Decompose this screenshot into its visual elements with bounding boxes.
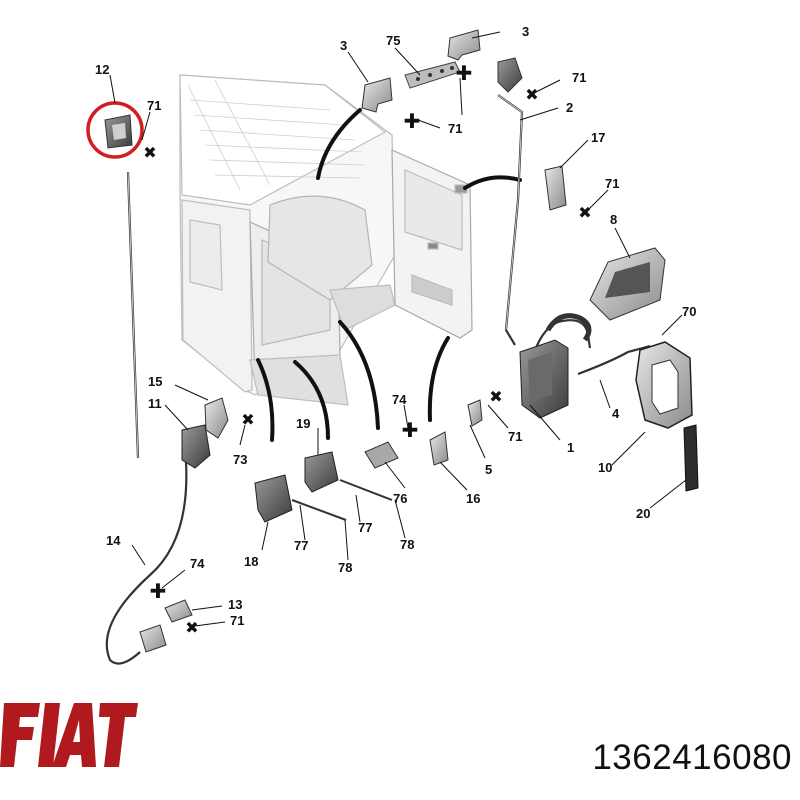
callout-19: 19: [296, 416, 310, 431]
svg-text:✖: ✖: [578, 203, 591, 222]
part-20-seal: [683, 424, 699, 492]
part-5-bracket: [467, 399, 483, 427]
part-3-hinge-left: [361, 77, 393, 113]
part-3-hinge-right: [447, 29, 481, 61]
callout-14: 14: [106, 533, 121, 548]
callout-10: 10: [598, 460, 612, 475]
part-76-plate: [364, 441, 399, 469]
callout-75: 75: [386, 33, 400, 48]
svg-text:✖: ✖: [185, 618, 198, 637]
part-11-lower-latch: [181, 424, 211, 469]
part-number: 1362416080: [592, 738, 792, 777]
part-12-upper-latch: [104, 114, 133, 149]
cable-outline: [127, 94, 523, 459]
callout-70: 70: [682, 304, 696, 319]
part-2-top-latch: [497, 57, 523, 93]
callout-76: 76: [393, 491, 407, 506]
callout-11: 11: [148, 396, 162, 411]
part-16-striker: [429, 431, 449, 466]
part-13-lower-bracket: [164, 599, 193, 623]
part-1-lock: [519, 313, 592, 419]
callout-71: 71: [147, 98, 161, 113]
callout-77: 77: [294, 538, 308, 553]
callout-8: 8: [610, 212, 617, 227]
callout-78: 78: [400, 537, 414, 552]
callout-77: 77: [358, 520, 372, 535]
svg-text:✚: ✚: [402, 418, 419, 442]
callout-15: 15: [148, 374, 162, 389]
callout-4: 4: [612, 406, 620, 421]
callout-16: 16: [466, 491, 480, 506]
cross-markers: ✖ ✖ ✖ ✖ ✖ ✖ ✚ ✚ ✚ ✚: [143, 61, 591, 637]
svg-text:✖: ✖: [241, 410, 254, 429]
callout-74: 74: [392, 392, 407, 407]
part-75-plate: [404, 61, 461, 89]
callout-2: 2: [566, 100, 573, 115]
callout-71: 71: [572, 70, 586, 85]
fiat-logo: [0, 703, 138, 767]
callout-3: 3: [340, 38, 347, 53]
part-15-bracket: [204, 397, 229, 439]
part-14-cable-end: [139, 624, 167, 653]
svg-text:✚: ✚: [456, 61, 473, 85]
pointer-arcs: [256, 108, 522, 442]
callout-74: 74: [190, 556, 205, 571]
van-body: [179, 74, 473, 406]
callout-labels: 12 71 3 75 3 71 71 2 17 71 8 70 15 11 73…: [95, 24, 696, 628]
callout-12: 12: [95, 62, 109, 77]
part-19-bumper-stop: [304, 451, 339, 493]
part-8-interior-handle: [589, 247, 666, 321]
svg-text:✖: ✖: [143, 143, 156, 162]
svg-text:✚: ✚: [150, 579, 167, 603]
bolts: [291, 479, 393, 521]
callout-20: 20: [636, 506, 650, 521]
part-17-bracket: [544, 165, 567, 211]
leader-lines: [109, 31, 687, 627]
callout-71: 71: [605, 176, 619, 191]
callout-71: 71: [230, 613, 244, 628]
callout-71: 71: [448, 121, 462, 136]
part-10-exterior-handle: [635, 341, 693, 429]
svg-text:✖: ✖: [489, 387, 502, 406]
callout-3: 3: [522, 24, 529, 39]
callout-73: 73: [233, 452, 247, 467]
callout-13: 13: [228, 597, 242, 612]
callout-71: 71: [508, 429, 522, 444]
callout-18: 18: [244, 554, 258, 569]
svg-text:✚: ✚: [404, 109, 421, 133]
svg-text:✖: ✖: [525, 85, 538, 104]
callout-1: 1: [567, 440, 574, 455]
callout-17: 17: [591, 130, 605, 145]
callout-78: 78: [338, 560, 352, 575]
part-18-bumper-stop: [254, 474, 293, 523]
callout-5: 5: [485, 462, 492, 477]
